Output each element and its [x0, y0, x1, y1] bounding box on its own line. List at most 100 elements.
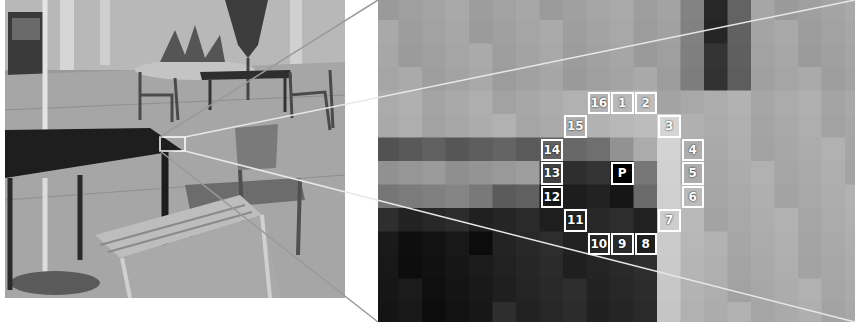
- pixel-cell: [681, 302, 705, 322]
- pixel-label-box: 16: [588, 92, 611, 115]
- pixel-cell: [657, 302, 681, 322]
- pixel-cell: [704, 279, 728, 303]
- pixel-cell: [798, 138, 822, 162]
- pixel-cell: [728, 0, 752, 21]
- pixel-cell: [563, 185, 587, 209]
- pixel-cell: [798, 20, 822, 44]
- pixel-label-box: 4: [682, 139, 705, 162]
- pixel-cell: [493, 255, 517, 279]
- pixel-cell: [587, 138, 611, 162]
- pixel-cell: [446, 255, 470, 279]
- pixel-cell: [563, 114, 587, 138]
- pixel-cell: [634, 185, 658, 209]
- pixel-cell: [728, 161, 752, 185]
- pixel-cell: [845, 91, 855, 115]
- pixel-cell: [540, 0, 564, 21]
- pixel-label-box: 12: [541, 186, 564, 209]
- pixel-cell: [845, 185, 855, 209]
- callout-number: 11: [567, 214, 584, 226]
- pixel-cell: [704, 232, 728, 256]
- pixel-cell: [775, 0, 799, 21]
- callout-number: 8: [642, 238, 650, 250]
- pixel-cell: [587, 161, 611, 185]
- pixel-cell: [775, 185, 799, 209]
- pixel-cell: [516, 185, 540, 209]
- pixel-cell: [634, 91, 658, 115]
- pixel-cell: [634, 114, 658, 138]
- pixel-cell: [845, 161, 855, 185]
- pixel-cell: [516, 91, 540, 115]
- pixel-cell: [657, 91, 681, 115]
- pixel-label-box: 8: [635, 233, 658, 256]
- pixel-cell: [775, 255, 799, 279]
- pixel-cell: [775, 44, 799, 68]
- pixel-cell: [704, 20, 728, 44]
- pixel-cell: [493, 0, 517, 21]
- pixel-cell: [775, 91, 799, 115]
- callout-number: 7: [665, 214, 673, 226]
- pixel-cell: [422, 208, 446, 232]
- pixel-cell: [469, 67, 493, 91]
- pixel-cell: [704, 161, 728, 185]
- pixel-cell: [728, 232, 752, 256]
- pixel-cell: [798, 185, 822, 209]
- pixel-cell: [587, 0, 611, 21]
- pixel-cell: [516, 138, 540, 162]
- pixel-cell: [728, 44, 752, 68]
- pixel-label-box: 9: [611, 233, 634, 256]
- pixel-cell: [516, 279, 540, 303]
- pixel-cell: [446, 185, 470, 209]
- pixel-cell: [378, 67, 399, 91]
- pixel-cell: [751, 185, 775, 209]
- pixel-cell: [446, 114, 470, 138]
- pixel-cell: [399, 208, 423, 232]
- callout-number: 3: [665, 120, 673, 132]
- pixel-cell: [399, 232, 423, 256]
- pixel-cell: [775, 279, 799, 303]
- pixel-cell: [422, 255, 446, 279]
- pixel-cell: [493, 302, 517, 322]
- pixel-cell: [634, 138, 658, 162]
- pixel-cell: [378, 114, 399, 138]
- pixel-cell: [378, 138, 399, 162]
- pixel-cell: [399, 0, 423, 21]
- pixel-cell: [751, 20, 775, 44]
- pixel-label-box: P: [611, 162, 634, 185]
- pixel-cell: [540, 67, 564, 91]
- pixel-cell: [728, 91, 752, 115]
- pixel-cell: [822, 232, 846, 256]
- pixel-cell: [610, 67, 634, 91]
- pixel-cell: [563, 208, 587, 232]
- callout-number: 2: [642, 97, 650, 109]
- column: [100, 0, 110, 65]
- pixel-cell: [728, 185, 752, 209]
- pixel-cell: [399, 91, 423, 115]
- pixel-cell: [516, 114, 540, 138]
- pixel-cell: [704, 91, 728, 115]
- pixel-cell: [634, 232, 658, 256]
- pixel-cell: [610, 279, 634, 303]
- pixel-cell: [822, 138, 846, 162]
- pixel-cell: [657, 0, 681, 21]
- pixel-cell: [399, 44, 423, 68]
- pixel-cell: [399, 302, 423, 322]
- pixel-cell: [634, 279, 658, 303]
- zoom-box: [160, 137, 185, 151]
- pixel-cell: [587, 20, 611, 44]
- pixel-cell: [822, 185, 846, 209]
- pixel-cell: [422, 91, 446, 115]
- pixel-cell: [634, 67, 658, 91]
- pixel-cell: [540, 302, 564, 322]
- zoom-line: [185, 151, 855, 322]
- pixel-cell: [798, 114, 822, 138]
- pixel-cell: [751, 44, 775, 68]
- pixel-cell: [610, 138, 634, 162]
- plant: [160, 25, 225, 62]
- pixel-cell: [822, 279, 846, 303]
- pixel-cell: [798, 44, 822, 68]
- pixel-cell: [634, 161, 658, 185]
- pixel-cell: [540, 208, 564, 232]
- pixel-cell: [610, 185, 634, 209]
- chair-frame: [122, 215, 270, 298]
- zoom-line: [185, 0, 855, 137]
